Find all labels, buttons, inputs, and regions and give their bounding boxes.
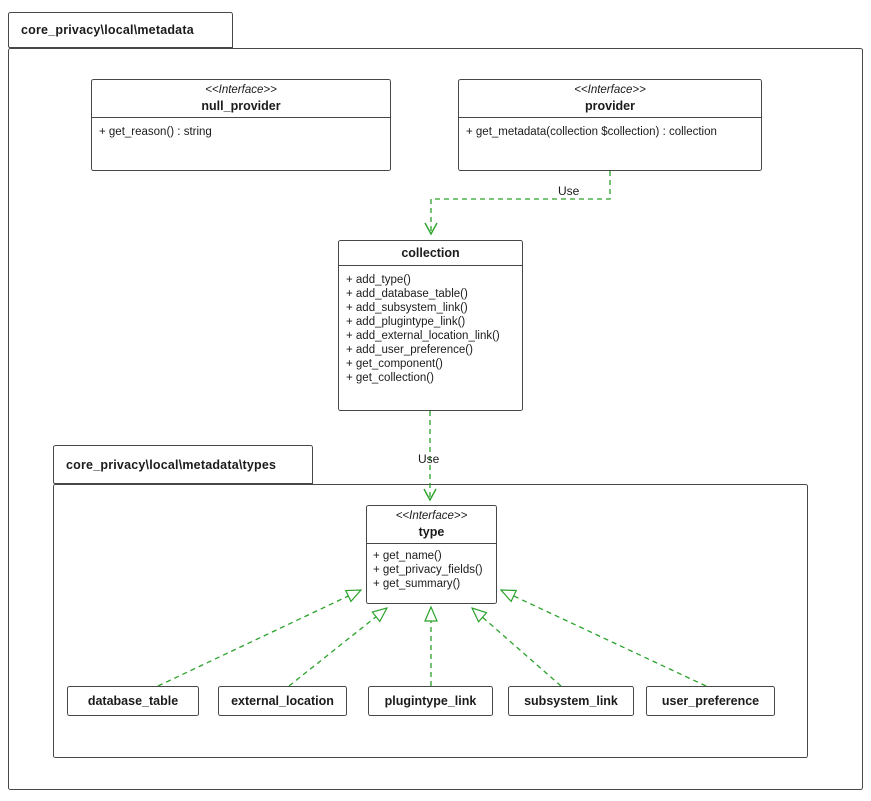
- class-name: external_location: [231, 694, 334, 708]
- method: + get_component(): [346, 358, 443, 370]
- stereotype-label: <<Interface>>: [205, 84, 277, 96]
- class-provider[interactable]: <<Interface>> provider + get_metadata(co…: [458, 79, 762, 171]
- class-subsystem-link[interactable]: subsystem_link: [508, 686, 634, 716]
- class-collection[interactable]: collection + add_type() + add_database_t…: [338, 240, 523, 411]
- stereotype-label: <<Interface>>: [395, 510, 468, 522]
- class-name: user_preference: [661, 694, 760, 708]
- class-name: subsystem_link: [524, 694, 618, 708]
- package-tab-metadata[interactable]: core_privacy\local\metadata: [8, 12, 233, 48]
- method: + add_user_preference(): [346, 344, 473, 356]
- class-name: provider: [584, 99, 635, 113]
- method: + get_privacy_fields(): [373, 564, 483, 576]
- class-name: type: [418, 525, 445, 539]
- method: + get_collection(): [346, 372, 434, 384]
- method: + get_summary(): [373, 578, 461, 590]
- class-header: <<Interface>> provider: [459, 80, 761, 118]
- edge-database-table-realizes-type[interactable]: [157, 590, 361, 687]
- edge-provider-uses-collection[interactable]: [424, 171, 611, 236]
- class-name: database_table: [87, 694, 179, 708]
- method: + add_plugintype_link(): [346, 316, 466, 328]
- edge-external-location-realizes-type[interactable]: [288, 608, 387, 687]
- class-header: <<Interface>> type: [367, 506, 496, 544]
- method: + get_metadata(collection $collection) :…: [466, 126, 717, 138]
- class-header: user_preference: [647, 687, 774, 715]
- methods-compartment: + get_name() + get_privacy_fields() + ge…: [367, 544, 496, 594]
- package-label-metadata: core_privacy\local\metadata: [21, 23, 194, 37]
- edge-label-use-provider: Use: [558, 184, 580, 198]
- method: + get_reason() : string: [99, 126, 212, 138]
- method: + get_name(): [373, 550, 442, 562]
- method: + add_subsystem_link(): [346, 302, 468, 314]
- class-name: collection: [401, 246, 460, 260]
- class-type[interactable]: <<Interface>> type + get_name() + get_pr…: [366, 505, 497, 604]
- class-header: collection: [339, 241, 522, 266]
- edge-label-use-collection: Use: [418, 452, 440, 466]
- edge-subsystem-link-realizes-type[interactable]: [472, 608, 562, 687]
- package-tab-types[interactable]: core_privacy\local\metadata\types: [53, 445, 313, 484]
- methods-compartment: + add_type() + add_database_table() + ad…: [339, 266, 522, 389]
- class-header: <<Interface>> null_provider: [92, 80, 390, 118]
- methods-compartment: + get_metadata(collection $collection) :…: [459, 118, 761, 143]
- method: + add_type(): [346, 274, 411, 286]
- package-label-types: core_privacy\local\metadata\types: [66, 457, 277, 472]
- method: + add_external_location_link(): [346, 330, 500, 342]
- class-database-table[interactable]: database_table: [67, 686, 199, 716]
- method: + add_database_table(): [346, 288, 468, 300]
- class-header: plugintype_link: [369, 687, 492, 715]
- stereotype-label: <<Interface>>: [574, 84, 646, 96]
- class-null-provider[interactable]: <<Interface>> null_provider + get_reason…: [91, 79, 391, 171]
- class-name: plugintype_link: [384, 694, 477, 708]
- class-header: external_location: [219, 687, 346, 715]
- edge-user-preference-realizes-type[interactable]: [501, 590, 707, 687]
- class-plugintype-link[interactable]: plugintype_link: [368, 686, 493, 716]
- class-name: null_provider: [201, 99, 281, 113]
- class-header: database_table: [68, 687, 198, 715]
- class-header: subsystem_link: [509, 687, 633, 715]
- class-user-preference[interactable]: user_preference: [646, 686, 775, 716]
- class-external-location[interactable]: external_location: [218, 686, 347, 716]
- methods-compartment: + get_reason() : string: [92, 118, 390, 143]
